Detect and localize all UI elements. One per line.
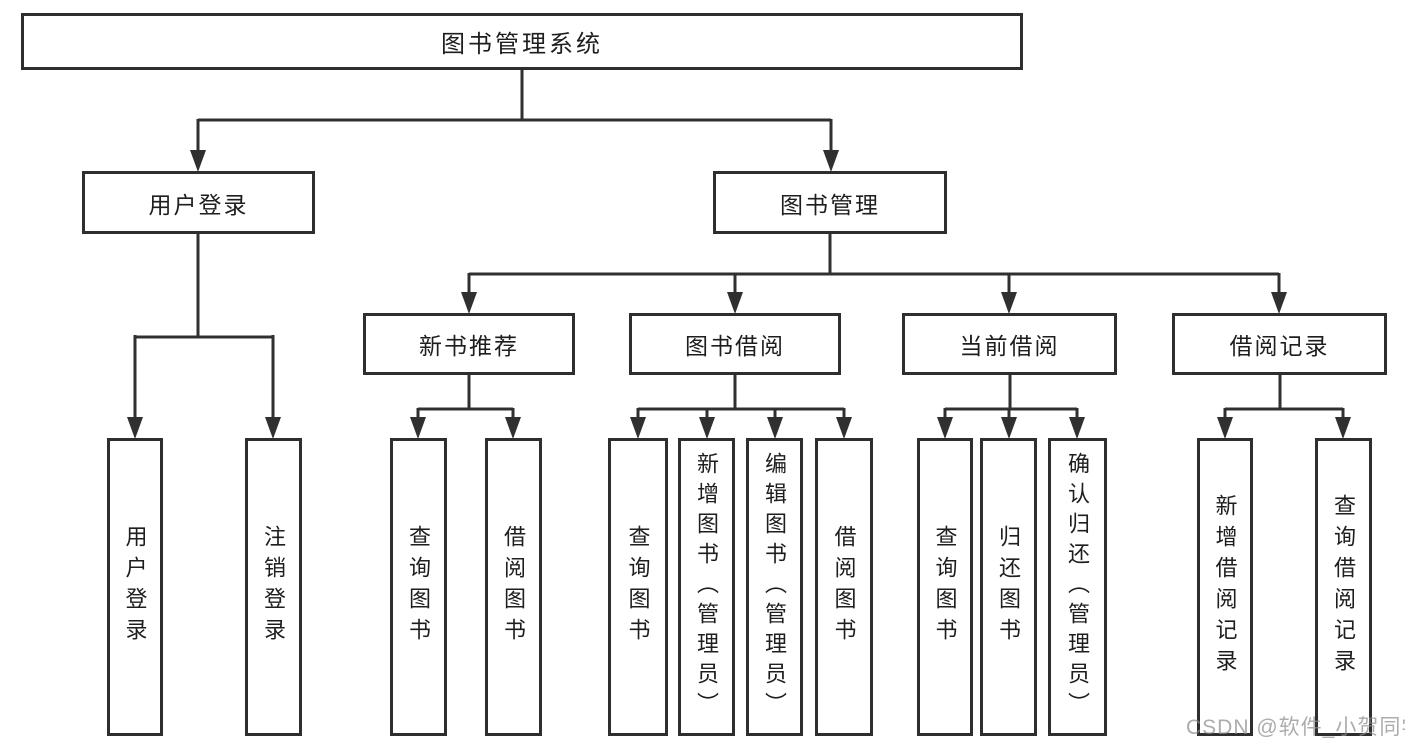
leaf-label: 新增借阅记录 [1212, 494, 1238, 680]
leaf-borrow-books-recommend: 借阅图书 [485, 438, 542, 736]
leaf-label: 注销登录 [261, 525, 287, 649]
node-current-borrowing: 当前借阅 [902, 313, 1117, 375]
leaf-label: 查询图书 [932, 525, 958, 649]
leaf-label: 查询图书 [406, 525, 432, 649]
leaf-add-borrow-record: 新增借阅记录 [1197, 438, 1253, 736]
node-book-borrowing: 图书借阅 [629, 313, 841, 375]
leaf-confirm-return-admin: 确认归还（管理员） [1048, 438, 1107, 736]
leaf-label: 借阅图书 [831, 525, 857, 649]
leaf-add-books-admin: 新增图书（管理员） [678, 438, 735, 736]
leaf-query-books-current: 查询图书 [917, 438, 973, 736]
leaf-label: 查询借阅记录 [1331, 494, 1357, 680]
leaf-label: 用户登录 [122, 525, 148, 649]
csdn-watermark: CSDN @软件_小贺同学 [1186, 716, 1405, 739]
leaf-label: 查询图书 [625, 525, 651, 649]
leaf-return-books: 归还图书 [980, 438, 1037, 736]
leaf-user-login: 用户登录 [107, 438, 163, 736]
leaf-label: 新增图书（管理员） [694, 452, 720, 722]
leaf-edit-books-admin: 编辑图书（管理员） [746, 438, 803, 736]
node-user-login: 用户登录 [82, 171, 315, 234]
node-borrow-records: 借阅记录 [1172, 313, 1387, 375]
node-new-book-recommend: 新书推荐 [363, 313, 575, 375]
leaf-borrow-books: 借阅图书 [815, 438, 873, 736]
leaf-label: 借阅图书 [501, 525, 527, 649]
leaf-label: 编辑图书（管理员） [762, 452, 788, 722]
leaf-query-books-recommend: 查询图书 [390, 438, 447, 736]
leaf-query-books-borrow: 查询图书 [608, 438, 668, 736]
node-book-management: 图书管理 [713, 171, 947, 234]
leaf-query-borrow-record: 查询借阅记录 [1315, 438, 1372, 736]
node-library-system: 图书管理系统 [21, 13, 1023, 70]
leaf-label: 确认归还（管理员） [1065, 452, 1091, 722]
leaf-label: 归还图书 [996, 525, 1022, 649]
leaf-logout: 注销登录 [245, 438, 302, 736]
